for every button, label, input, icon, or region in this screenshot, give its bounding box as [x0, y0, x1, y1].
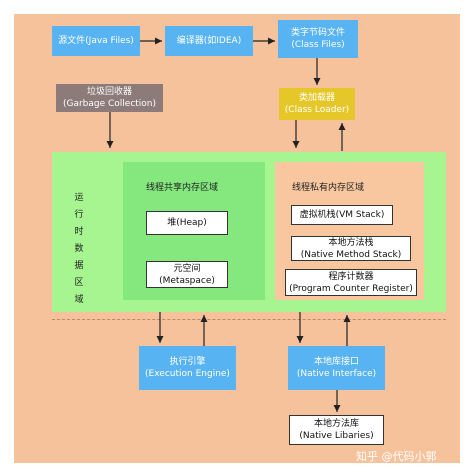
- program-counter-register-box: 程序计数器 (Program Counter Register): [285, 269, 417, 296]
- native-libraries-label-en: (Native Libaries): [299, 431, 374, 441]
- compiler-box: 编译器(如IDEA): [165, 26, 253, 56]
- execution-engine-label-cn: 执行引擎: [169, 357, 206, 367]
- lower-divider: [52, 319, 446, 320]
- native-libraries-label-cn: 本地方法库: [313, 419, 359, 429]
- metaspace-label-cn: 元空间: [173, 263, 201, 274]
- program-counter-register-label-en: (Program Counter Register): [289, 283, 413, 294]
- class-loader-box: 类加载器 (Class Loader): [279, 88, 355, 120]
- class-loader-label-en: (Class Loader): [284, 105, 350, 115]
- runtime-data-area-label: 运行时数据区域: [74, 193, 84, 305]
- execution-engine-label-en: (Execution Engine): [145, 369, 230, 379]
- garbage-collection-box: 垃圾回收器 (Garbage Collection): [56, 84, 163, 112]
- vm-stack-box: 虚拟机栈(VM Stack): [291, 205, 393, 225]
- compiler-label: 编译器(如IDEA): [176, 36, 242, 46]
- native-interface-box: 本地库接口 (Native Interface): [288, 346, 385, 390]
- thread-shared-area-title: 线程共享内存区域: [146, 183, 219, 193]
- heap-box: 堆(Heap): [146, 211, 228, 235]
- source-files-label: 源文件(Java Files): [58, 36, 134, 46]
- native-interface-label-en: (Native Interface): [296, 369, 377, 379]
- vm-stack-label: 虚拟机栈(VM Stack): [299, 210, 385, 220]
- native-method-stack-label-cn: 本地方法栈: [328, 237, 374, 248]
- native-libraries-box: 本地方法库 (Native Libaries): [289, 415, 384, 445]
- source-files-box: 源文件(Java Files): [52, 26, 140, 56]
- garbage-collection-label-cn: 垃圾回收器: [86, 87, 132, 97]
- class-loader-label-cn: 类加载器: [298, 93, 335, 103]
- metaspace-label-en: (Metaspace): [159, 275, 215, 286]
- native-interface-label-cn: 本地库接口: [313, 357, 359, 367]
- native-method-stack-label-en: (Native Method Stack): [300, 249, 402, 260]
- bytecode-files-box: 类字节码文件 (Class Files): [278, 20, 358, 58]
- bytecode-files-label-cn: 类字节码文件: [290, 28, 345, 38]
- program-counter-register-label-cn: 程序计数器: [328, 271, 374, 282]
- metaspace-box: 元空间 (Metaspace): [146, 261, 228, 288]
- native-method-stack-box: 本地方法栈 (Native Method Stack): [291, 236, 411, 261]
- thread-private-area-title: 线程私有内存区域: [292, 183, 365, 193]
- bytecode-files-label-en: (Class Files): [291, 40, 345, 50]
- heap-label: 堆(Heap): [167, 218, 207, 228]
- garbage-collection-label-en: (Garbage Collection): [62, 99, 157, 109]
- execution-engine-box: 执行引擎 (Execution Engine): [139, 346, 236, 390]
- watermark: 知乎 @代码小郭: [356, 450, 437, 463]
